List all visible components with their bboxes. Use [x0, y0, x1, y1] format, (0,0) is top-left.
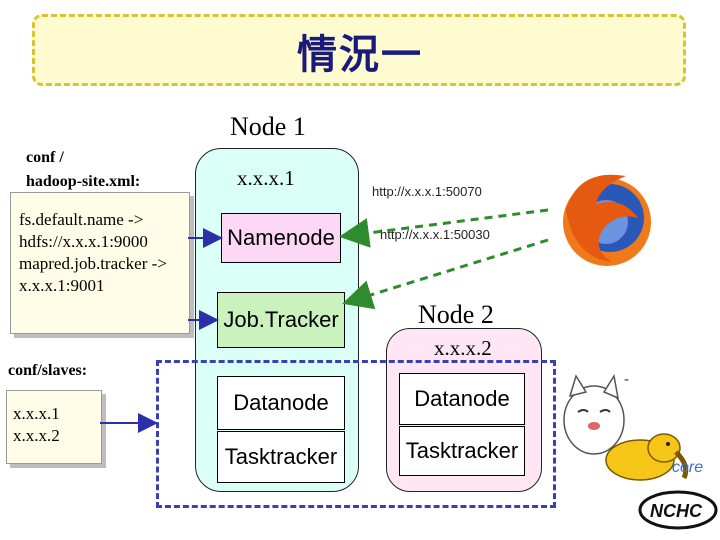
- nchc-logo-text: NCHC: [650, 501, 703, 521]
- cartoon-cat-icon: -: [563, 372, 629, 455]
- node2-label: Node 2: [418, 300, 494, 329]
- namenode-web-url[interactable]: http://x.x.x.1:50070: [372, 184, 482, 199]
- browser-to-jobtracker-arrow: [342, 238, 549, 310]
- node2-ip: x.x.x.2: [434, 336, 492, 360]
- title-banner: [32, 14, 686, 86]
- firefox-logo-icon: [563, 174, 651, 266]
- node1-ip: x.x.x.1: [237, 166, 295, 190]
- jobtracker-web-url[interactable]: http://x.x.x.1:50030: [380, 227, 490, 242]
- slave-line: x.x.x.1: [13, 404, 60, 423]
- conf-slaves-label: conf/slaves:: [8, 362, 88, 379]
- conf-file-name: hadoop-site.xml:: [26, 173, 141, 190]
- datanode2-box: Datanode: [399, 373, 525, 425]
- note-line: x.x.x.1:9001: [19, 276, 105, 295]
- tasktracker1-box: Tasktracker: [217, 431, 345, 483]
- slaves-cluster-boundary: [156, 360, 556, 508]
- nchc-logo-icon: NCHC: [638, 490, 718, 530]
- namenode-box: Namenode: [221, 213, 341, 263]
- slaves-note: x.x.x.1 x.x.x.2: [6, 390, 102, 464]
- node1-label: Node 1: [230, 112, 306, 141]
- slave-line: x.x.x.2: [13, 426, 60, 445]
- tasktracker2-box: Tasktracker: [399, 426, 525, 476]
- datanode1-box: Datanode: [217, 376, 345, 430]
- conf-path: conf /: [26, 149, 64, 166]
- svg-text:-: -: [624, 372, 629, 388]
- slide-title: 情況一: [297, 31, 423, 78]
- conf-site-label: conf / hadoop-site.xml:: [26, 146, 140, 194]
- note-line: fs.default.name ->: [19, 210, 144, 229]
- browser-to-namenode-arrow: [339, 208, 549, 248]
- note-line: hdfs://x.x.x.1:9000: [19, 232, 148, 251]
- hadoop-logo-text: core: [672, 459, 703, 476]
- hadoop-elephant-logo-icon: core: [605, 433, 703, 481]
- hadoop-site-note: fs.default.name -> hdfs://x.x.x.1:9000 m…: [10, 192, 190, 334]
- note-line: mapred.job.tracker ->: [19, 254, 167, 273]
- jobtracker-box: Job.Tracker: [217, 292, 345, 348]
